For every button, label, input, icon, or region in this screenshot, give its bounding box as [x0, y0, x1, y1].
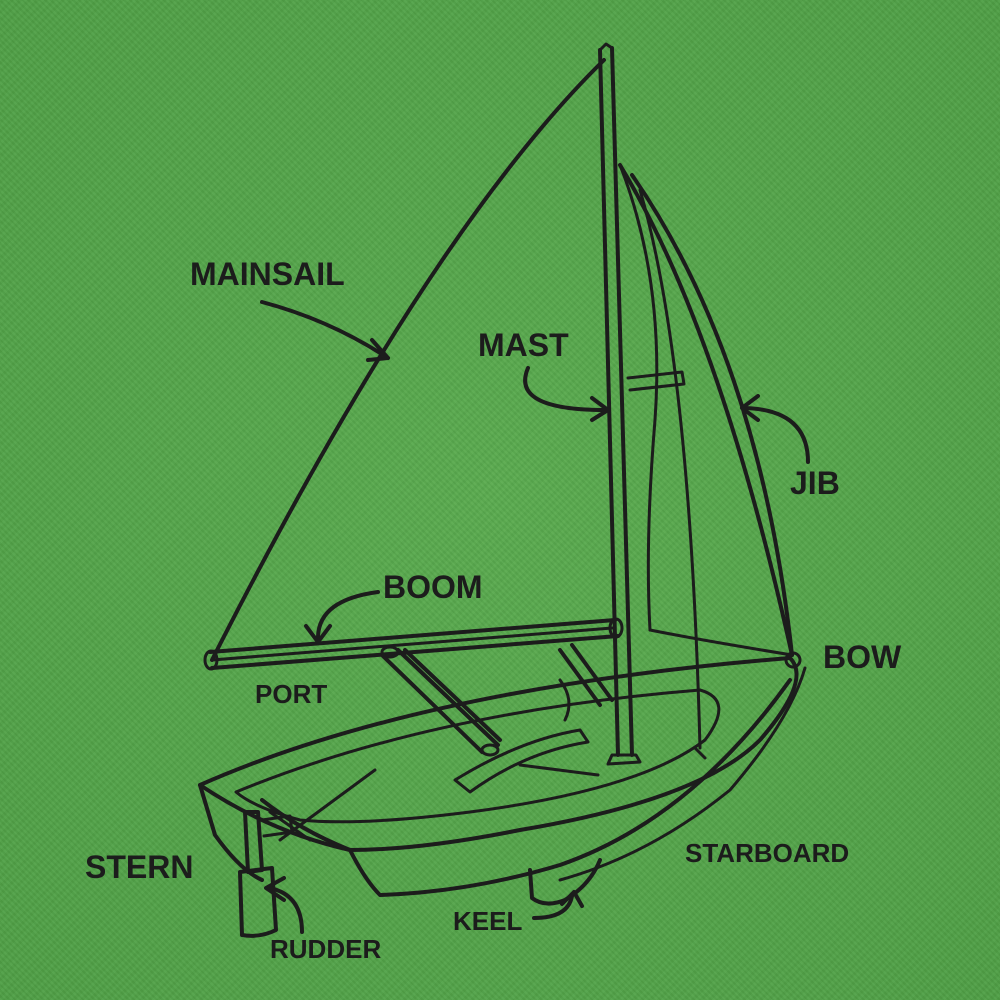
mainsail-label: MAINSAIL — [190, 256, 345, 292]
bow-label: BOW — [823, 639, 902, 675]
jib-label: JIB — [790, 465, 840, 501]
mast-label: MAST — [478, 327, 569, 363]
mast-spar — [598, 42, 642, 766]
mainsail-arrow — [260, 300, 390, 362]
keel-label: KEEL — [453, 906, 522, 936]
mast-arrow — [523, 366, 610, 422]
boom-arrow — [304, 590, 380, 644]
keel-arrow — [532, 890, 584, 920]
stern-label: STERN — [85, 849, 193, 885]
jib-arrow — [740, 394, 810, 464]
rudder-arrow — [264, 876, 304, 934]
port-label: PORT — [255, 679, 327, 709]
rudder-blade — [238, 810, 294, 938]
jib-shape — [618, 163, 794, 750]
boom-spar — [203, 617, 624, 671]
mainsail-shape — [210, 58, 614, 662]
deck-fittings — [278, 643, 707, 842]
rudder-label: RUDDER — [270, 934, 381, 964]
keel-fin — [528, 858, 602, 906]
boom-label: BOOM — [383, 569, 483, 605]
starboard-label: STARBOARD — [685, 838, 849, 868]
